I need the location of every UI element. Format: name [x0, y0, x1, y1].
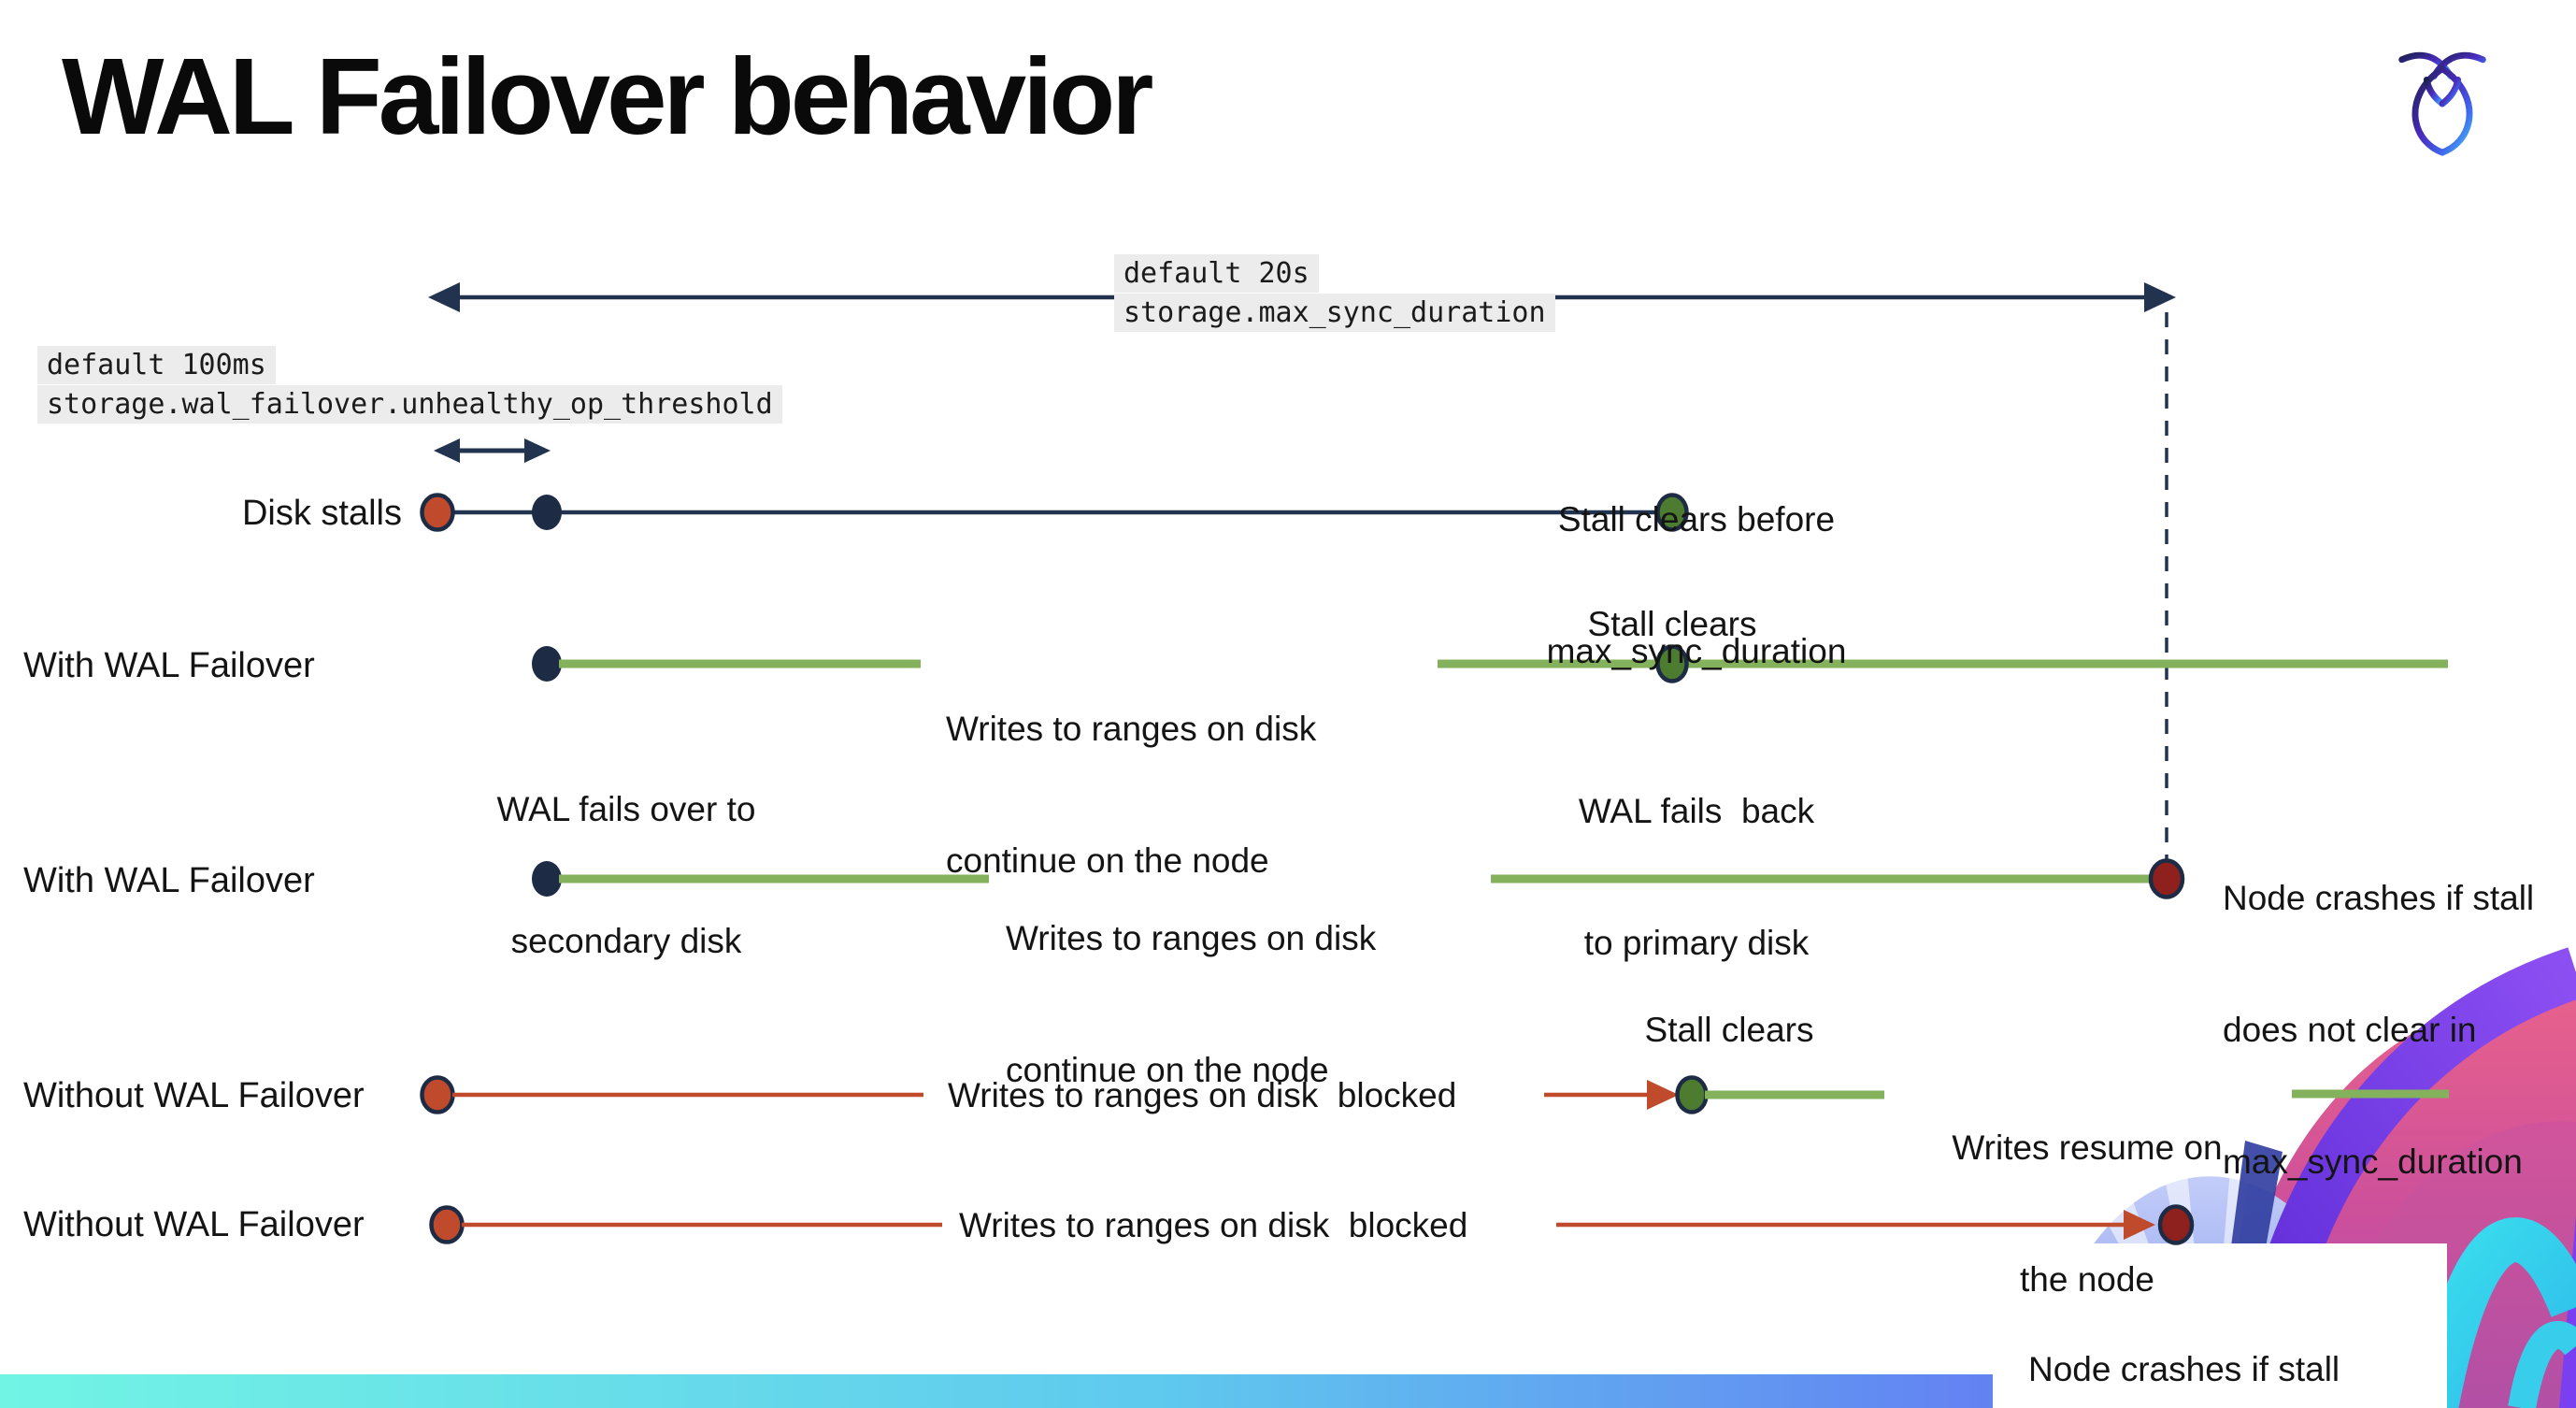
red-arrowhead-icon [1647, 1080, 1679, 1110]
writes-continue-annotation: Writes to ranges on disk continue on the… [1006, 919, 1377, 1089]
failover-dot [532, 861, 562, 897]
red-arrowhead-icon [2124, 1210, 2155, 1240]
stall-clear-dot [1655, 644, 1689, 683]
arrowhead-right-icon [2144, 282, 2176, 312]
stall-clear-dot [1675, 1075, 1709, 1114]
node-crash-dot [2157, 1204, 2195, 1245]
wal-fails-back-annotation: WAL fails back to primary disk [1578, 792, 1815, 962]
threshold-setting-label: storage.wal_failover.unhealthy_op_thresh… [37, 385, 782, 424]
writes-resume-annotation: Writes resume on the node [1952, 1128, 2223, 1299]
stall-clears-before-annotation: Stall clears before max_sync_duration [1546, 500, 1847, 670]
stall-clears-annotation: Stall clears [1644, 1011, 1814, 1049]
row-label-with-wal-failover-2: With WAL Failover [23, 861, 315, 900]
stall-clears-annotation: Stall clears [1587, 605, 1757, 643]
arrowhead-left-icon [434, 438, 460, 463]
row-label-disk-stalls: Disk stalls [241, 494, 402, 533]
stall-start-dot [420, 1075, 455, 1114]
stall-clear-dot [1655, 493, 1689, 532]
writes-blocked-annotation: Writes to ranges on disk blocked [948, 1076, 1457, 1114]
node-crash-callout-text: Node crashes if stall does not clear in … [2028, 1350, 2340, 1388]
node-crash-callout-box [1993, 1243, 2447, 1408]
stall-start-dot [429, 1205, 465, 1244]
writes-blocked-annotation: Writes to ranges on disk blocked [959, 1206, 1468, 1244]
node-crash-annotation: Node crashes if stall does not clear in … [2223, 879, 2535, 1181]
cyan-arc-small [2508, 1321, 2576, 1408]
writes-continue-annotation: Writes to ranges on disk continue on the… [946, 710, 1317, 880]
max-sync-default-label: default 20s [1114, 254, 1319, 293]
node-crash-dot [2148, 858, 2185, 899]
cockroachdb-logo-icon [2398, 51, 2486, 156]
threshold-dot [532, 495, 562, 530]
cyan-arc [2413, 1217, 2576, 1408]
row-label-without-wal-failover-1: Without WAL Failover [23, 1076, 365, 1115]
row-label-without-wal-failover-2: Without WAL Failover [23, 1205, 365, 1244]
max-sync-setting-label: storage.max_sync_duration [1114, 294, 1555, 332]
failover-dot [532, 646, 562, 682]
threshold-default-label: default 100ms [37, 346, 276, 384]
wal-fails-over-annotation: WAL fails over to secondary disk [496, 790, 756, 960]
arrowhead-left-icon [428, 282, 460, 312]
arrowhead-right-icon [524, 438, 551, 463]
row-label-with-wal-failover-1: With WAL Failover [23, 646, 315, 685]
page-title: WAL Failover behavior [62, 36, 1153, 157]
stall-start-dot [420, 493, 455, 532]
